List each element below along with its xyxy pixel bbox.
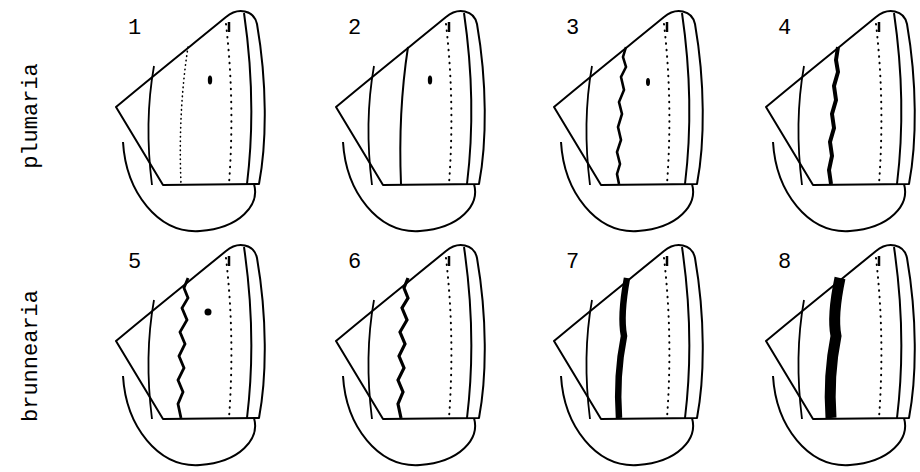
figure-number: 6 xyxy=(348,252,361,274)
figure-number: 1 xyxy=(128,18,141,40)
row-label: plumaria xyxy=(21,63,43,169)
figure-number: 5 xyxy=(128,252,141,274)
figure-number: 3 xyxy=(566,18,579,40)
figure-number: 2 xyxy=(348,18,361,40)
figure-number: 8 xyxy=(778,252,791,274)
figure-number: 4 xyxy=(778,18,791,40)
row-label: brunnearia xyxy=(21,290,43,422)
figure-number: 7 xyxy=(566,252,579,274)
